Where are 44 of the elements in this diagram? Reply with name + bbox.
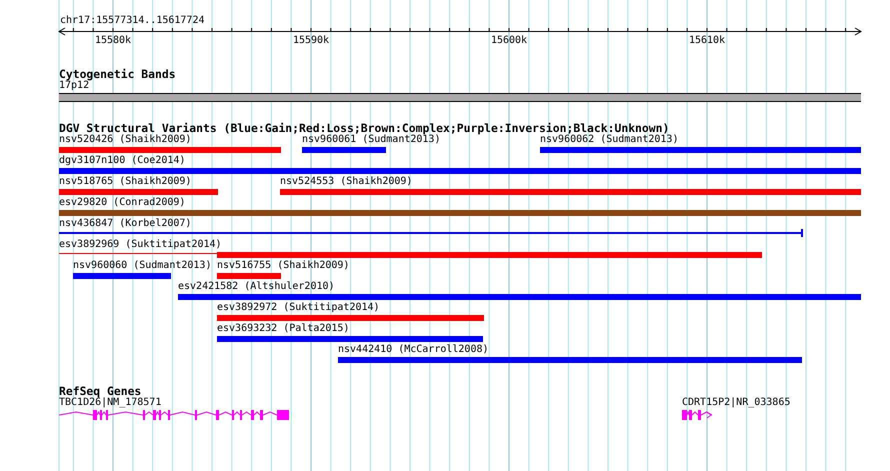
structural-variant [73,260,212,279]
variant-name: nsv960060 (Sudmant2013) [73,260,212,272]
variant-name: nsv960062 (Sudmant2013) [540,134,678,146]
tick-label: 15610k [688,35,726,47]
track-heading: RefSeq Genes [59,384,142,398]
variant-name: nsv436847 (Korbel2007) [59,218,192,230]
structural-variant [59,155,861,174]
track-heading: Cytogenetic Bands [59,68,176,80]
variant-name: dgv3107n100 (Coe2014) [59,155,186,167]
structural-variant [217,323,483,342]
structural-variant [280,176,861,195]
tick-label: 15600k [490,35,528,47]
track-heading: DGV Structural Variants (Blue:Gain;Red:Loss;Brown:Complex;Purple:Inversion;Black:Unknown) [59,122,670,134]
structural-variant [338,344,802,363]
variant-name: esv3892969 (Suktitipat2014) [59,239,222,251]
gene-feature [59,397,289,421]
variant-name: esv2421582 (Altshuler2010) [178,281,335,293]
structural-variant [59,176,218,195]
tick-label: 15590k [292,35,330,47]
structural-variant [217,302,484,321]
structural-variant [59,239,762,258]
gene-name: TBC1D26|NM_178571 [59,397,162,409]
variant-name: nsv442410 (McCarroll2008) [338,344,489,356]
variant-name: nsv516755 (Shaikh2009) [217,260,350,272]
region-coordinates: chr17:15577314..15617724 [60,15,204,27]
structural-variant [59,134,281,153]
variant-name: nsv960061 (Sudmant2013) [302,134,440,146]
structural-variant [540,134,861,153]
gene-name: CDRT15P2|NR_033865 [682,397,790,409]
variant-name: esv3693232 (Palta2015) [217,323,350,335]
cytoband-track [59,80,861,101]
variant-name: nsv518765 (Shaikh2009) [59,176,192,188]
variant-name: nsv520426 (Shaikh2009) [59,134,192,146]
variant-name: nsv524553 (Shaikh2009) [280,176,412,188]
structural-variant [59,197,861,216]
structural-variant [302,134,442,153]
variant-name: esv3892972 (Suktitipat2014) [217,302,380,314]
structural-variant [59,218,803,237]
structural-variant [217,260,350,279]
structural-variant [178,281,861,300]
tick-label: 15580k [94,35,132,47]
gene-feature [682,397,791,421]
band-name: 17p12 [59,80,90,92]
variant-name: esv29820 (Conrad2009) [59,197,186,209]
